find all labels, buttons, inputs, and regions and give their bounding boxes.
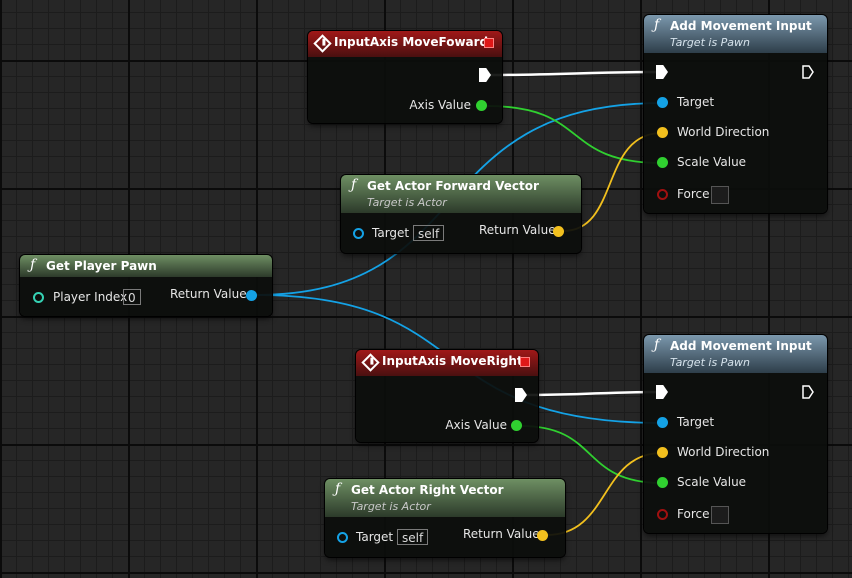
world-direction-label: World Direction [677,125,770,139]
node-subtitle: Target is Pawn [670,36,751,49]
return-value-label: Return Value [479,223,556,237]
exec-out-pin[interactable] [802,65,814,79]
node-title: Get Actor Right Vector [351,483,504,497]
get-actor-forward-vector-node[interactable]: ƒ Get Actor Forward Vector Target is Act… [341,175,581,253]
add-movement-input-node-1[interactable]: ƒ Add Movement Input Target is Pawn Targ… [644,15,827,213]
axis-value-pin[interactable] [476,100,487,111]
node-subtitle: Target is Actor [367,196,447,209]
force-checkbox[interactable] [711,506,729,524]
target-label: Target [356,530,394,544]
input-axis-move-forward-node[interactable]: InputAxis MoveFoward Axis Value [308,31,502,123]
input-event-icon [313,34,332,53]
node-header[interactable]: ƒ Add Movement Input Target is Pawn [644,15,827,53]
function-icon: ƒ [351,177,357,193]
float-wire [520,425,663,484]
player-index-field[interactable]: 0 [123,289,141,305]
node-header[interactable]: ƒ Get Actor Right Vector Target is Actor [325,479,565,517]
world-direction-label: World Direction [677,445,770,459]
node-subtitle: Target is Pawn [670,356,751,369]
node-subtitle: Target is Actor [351,500,431,513]
node-title: Add Movement Input [670,339,812,353]
exec-wire [523,390,659,397]
exec-in-pin[interactable] [656,65,668,79]
scale-value-label: Scale Value [677,155,747,169]
exec-wire [489,70,659,77]
node-header[interactable]: InputAxis MoveFoward [308,31,502,57]
node-title: Get Actor Forward Vector [367,179,539,193]
target-pin[interactable] [657,97,668,108]
exec-out-pin[interactable] [515,388,527,402]
function-icon: ƒ [654,337,660,353]
function-icon: ƒ [30,257,36,273]
node-title: Get Player Pawn [46,259,157,273]
world-direction-pin[interactable] [657,127,668,138]
exec-in-pin[interactable] [656,385,668,399]
node-header[interactable]: ƒ Get Player Pawn [20,255,272,277]
return-value-pin[interactable] [246,290,257,301]
node-header[interactable]: ƒ Add Movement Input Target is Pawn [644,335,827,373]
player-index-label: Player Index [53,290,128,304]
force-pin[interactable] [657,509,668,520]
player-index-pin[interactable] [33,292,44,303]
input-event-icon [361,353,380,372]
axis-value-label: Axis Value [409,98,471,112]
add-movement-input-node-2[interactable]: ƒ Add Movement Input Target is Pawn Targ… [644,335,827,533]
get-actor-right-vector-node[interactable]: ƒ Get Actor Right Vector Target is Actor… [325,479,565,557]
axis-value-label: Axis Value [445,418,507,432]
return-value-pin[interactable] [553,226,564,237]
axis-value-pin[interactable] [511,420,522,431]
return-value-label: Return Value [463,527,540,541]
target-value-field[interactable]: self [397,529,429,545]
force-pin[interactable] [657,189,668,200]
return-value-label: Return Value [170,287,247,301]
exec-out-pin[interactable] [479,68,491,82]
scale-value-label: Scale Value [677,475,747,489]
function-icon: ƒ [654,17,660,33]
world-direction-pin[interactable] [657,447,668,458]
target-pin[interactable] [657,417,668,428]
get-player-pawn-node[interactable]: ƒ Get Player Pawn Player Index 0 Return … [20,255,272,316]
vector-wire [546,452,663,536]
force-checkbox[interactable] [711,186,729,204]
target-label: Target [677,415,715,429]
return-value-pin[interactable] [537,530,548,541]
delegate-pin-icon[interactable] [520,357,530,367]
force-label: Force [677,507,710,521]
target-pin[interactable] [337,532,348,543]
node-header[interactable]: ƒ Get Actor Forward Vector Target is Act… [341,175,581,213]
target-pin[interactable] [353,228,364,239]
node-title: Add Movement Input [670,19,812,33]
scale-value-pin[interactable] [657,477,668,488]
target-label: Target [677,95,715,109]
delegate-pin-icon[interactable] [484,38,494,48]
float-wire [486,105,663,164]
node-title: InputAxis MoveFoward [334,35,489,49]
node-title: InputAxis MoveRight [382,354,523,368]
input-axis-move-right-node[interactable]: InputAxis MoveRight Axis Value [356,350,538,442]
function-icon: ƒ [335,481,341,497]
target-label: Target [372,226,410,240]
force-label: Force [677,187,710,201]
exec-out-pin[interactable] [802,385,814,399]
node-header[interactable]: InputAxis MoveRight [356,350,538,376]
target-value-field[interactable]: self [413,225,445,241]
scale-value-pin[interactable] [657,157,668,168]
